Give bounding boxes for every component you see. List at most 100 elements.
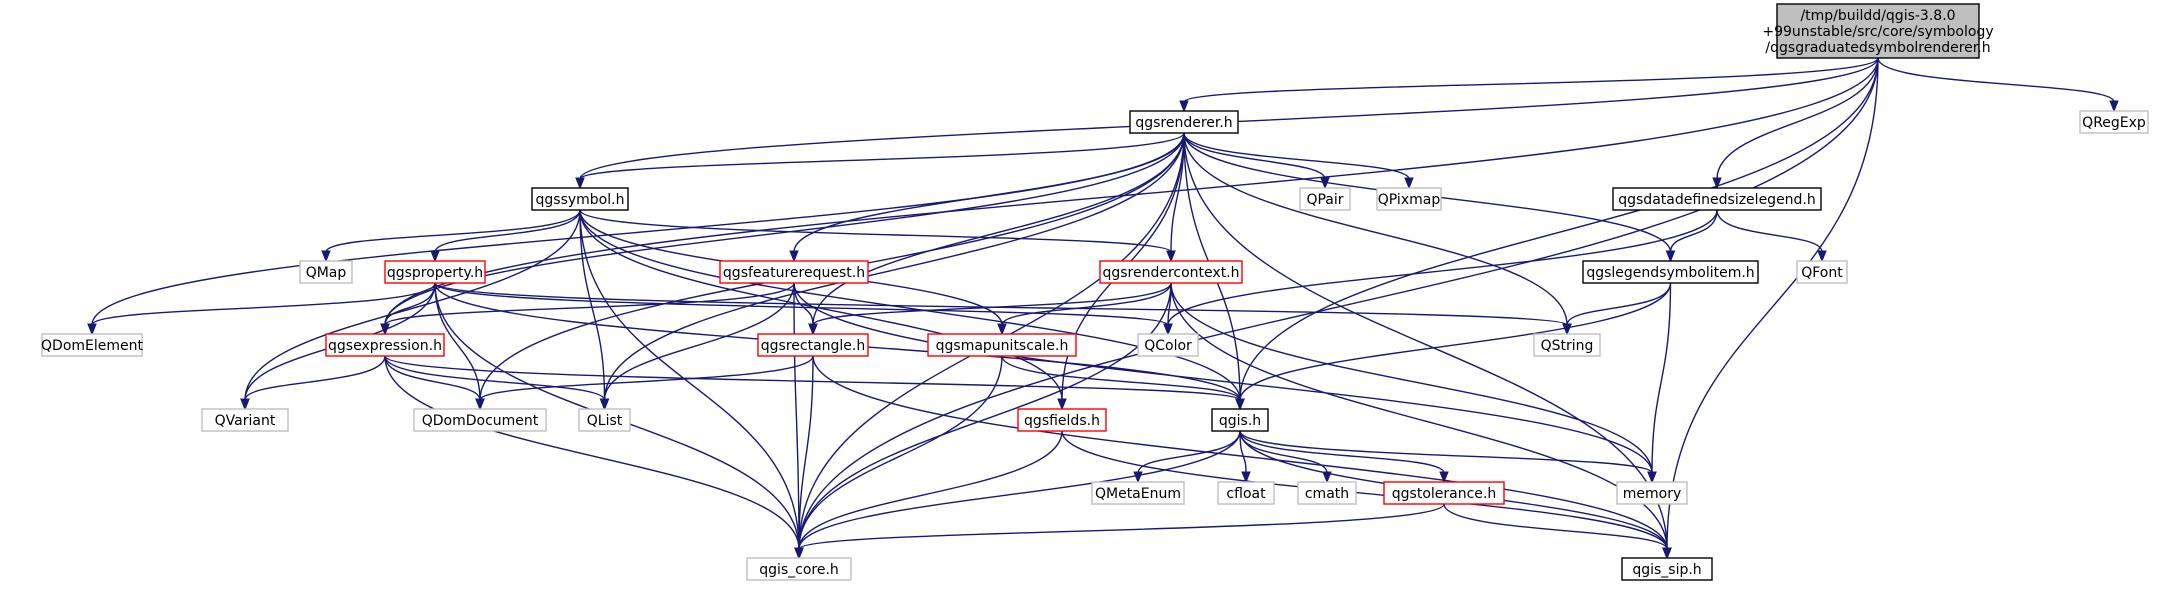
node-label-qgis_core: qgis_core.h (759, 562, 839, 578)
edge-qgis-to-qmetaenum (1133, 430, 1241, 484)
edge-root-to-qgsdatadefinedsizelegend (1712, 57, 1879, 190)
include-edges (87, 57, 2119, 560)
node-qmap[interactable]: QMap (299, 260, 353, 284)
node-label-qgsrectangle: qgsrectangle.h (761, 338, 865, 354)
node-label-qgsdatadefinedsizelegend: qgsdatadefinedsizelegend.h (1618, 192, 1816, 208)
node-cfloat[interactable]: cfloat (1217, 481, 1275, 505)
node-label-qgis_sip: qgis_sip.h (1632, 562, 1701, 578)
node-qpair[interactable]: QPair (1299, 187, 1351, 211)
node-label-qgsfields: qgsfields.h (1024, 413, 1100, 429)
node-qgslegendsymbolitem[interactable]: qgslegendsymbolitem.h (1582, 260, 1759, 284)
node-qgsrectangle[interactable]: qgsrectangle.h (757, 333, 869, 357)
node-label-qgstolerance: qgstolerance.h (1392, 486, 1496, 502)
node-qregexp[interactable]: QRegExp (2079, 110, 2149, 134)
node-label-qgsmapunitscale: qgsmapunitscale.h (936, 338, 1069, 354)
node-label-root: /tmp/buildd/qgis-3.8.0 (1800, 8, 1955, 24)
node-root[interactable]: /tmp/buildd/qgis-3.8.0+99unstable/src/co… (1762, 3, 1994, 59)
node-qgsdatadefinedsizelegend[interactable]: qgsdatadefinedsizelegend.h (1612, 187, 1822, 211)
node-qgsfeaturerequest[interactable]: qgsfeaturerequest.h (719, 260, 869, 284)
edge-qgis-to-memory (1239, 430, 1657, 484)
edge-qgis-to-qgstolerance (1239, 430, 1449, 484)
edge-qgssymbol-to-qmap (321, 209, 581, 263)
edge-qgssymbol-to-qgsfields (579, 209, 1067, 411)
node-qgsrendercontext[interactable]: qgsrendercontext.h (1099, 260, 1243, 284)
node-qstring[interactable]: QString (1533, 333, 1601, 357)
node-label-qregexp: QRegExp (2082, 115, 2146, 131)
node-qfont[interactable]: QFont (1796, 260, 1848, 284)
edge-qgstolerance-to-qgis_core (794, 503, 1445, 560)
node-cmath[interactable]: cmath (1297, 481, 1357, 505)
node-label-qgsfeaturerequest: qgsfeaturerequest.h (723, 265, 865, 281)
edge-qgsdatadefinedsizelegend-to-qgslegendsymbolitem (1665, 209, 1718, 263)
node-label-qcolor: QColor (1144, 338, 1192, 354)
edge-qgsrendercontext-to-qgsrectangle (808, 282, 1172, 336)
edge-qgsfeaturerequest-to-qgsexpression (380, 282, 795, 336)
node-label-qmap: QMap (306, 265, 347, 281)
edge-qgssymbol-to-qgsproperty (430, 209, 581, 263)
node-label-qfont: QFont (1801, 265, 1843, 281)
node-label-qgssymbol: qgssymbol.h (536, 192, 625, 208)
edge-qgsexpression-to-qdomdocument (384, 355, 485, 411)
node-label-root: /qgsgraduatedsymbolrenderer.h (1765, 40, 1990, 56)
node-label-root: +99unstable/src/core/symbology (1762, 24, 1993, 40)
node-label-qpair: QPair (1306, 192, 1343, 208)
edge-qgsexpression-to-qlist (384, 355, 610, 411)
node-memory[interactable]: memory (1616, 481, 1688, 505)
node-label-memory: memory (1623, 486, 1682, 502)
node-qcolor[interactable]: QColor (1137, 333, 1199, 357)
node-qgsexpression[interactable]: qgsexpression.h (325, 333, 445, 357)
edge-root-to-qregexp (1877, 57, 2119, 113)
node-label-qgslegendsymbolitem: qgslegendsymbolitem.h (1586, 265, 1754, 281)
edge-qgsproperty-to-qdomelement (87, 282, 436, 336)
edge-qgslegendsymbolitem-to-qstring (1562, 282, 1672, 336)
edge-qgsrenderer-to-qgssymbol (575, 132, 1185, 190)
node-qvariant[interactable]: QVariant (201, 408, 289, 432)
node-qgsproperty[interactable]: qgsproperty.h (384, 260, 486, 284)
node-label-qgsrenderer: qgsrenderer.h (1135, 115, 1232, 131)
node-qgis[interactable]: qgis.h (1211, 408, 1269, 432)
node-label-qgsrendercontext: qgsrendercontext.h (1102, 265, 1239, 281)
node-label-qdomelement: QDomElement (41, 338, 143, 354)
edge-qgsmapunitscale-to-qgis (1001, 355, 1245, 411)
node-label-qpixmap: QPixmap (1378, 192, 1441, 208)
edge-qgis-to-cmath (1239, 430, 1332, 484)
edge-qgsrectangle-to-qdomdocument (475, 355, 814, 411)
edge-qgstolerance-to-qgis_sip (1443, 503, 1672, 560)
node-label-qgsproperty: qgsproperty.h (387, 265, 483, 281)
node-label-qgis: qgis.h (1219, 413, 1261, 429)
node-label-cfloat: cfloat (1226, 486, 1266, 502)
node-qlist[interactable]: QList (578, 408, 631, 432)
edge-qgsrenderer-to-qpixmap (1183, 132, 1414, 190)
edge-qgsrenderer-to-qdomelement (87, 132, 1185, 336)
node-qgssymbol[interactable]: qgssymbol.h (531, 187, 629, 211)
edge-qgsrenderer-to-qlist (599, 132, 1185, 411)
node-qgis_core[interactable]: qgis_core.h (746, 557, 852, 581)
node-qpixmap[interactable]: QPixmap (1376, 187, 1442, 211)
edge-qgsrenderer-to-qstring (1183, 132, 1572, 336)
node-qdomelement[interactable]: QDomElement (41, 333, 143, 357)
edge-qgsfields-to-qgis_core (794, 430, 1063, 560)
node-label-qstring: QString (1541, 338, 1594, 354)
edge-qgsrendercontext-to-memory (1170, 282, 1657, 484)
node-qdomdocument[interactable]: QDomDocument (413, 408, 547, 432)
edge-qgslegendsymbolitem-to-memory (1647, 282, 1672, 484)
node-label-qdomdocument: QDomDocument (422, 413, 539, 429)
edge-qgsrendercontext-to-qgis_core (794, 282, 1172, 560)
node-label-qmetaenum: QMetaEnum (1095, 486, 1181, 502)
edge-qgsexpression-to-qvariant (240, 355, 386, 411)
node-qgsmapunitscale[interactable]: qgsmapunitscale.h (927, 333, 1077, 357)
edge-qgis-to-cfloat (1239, 430, 1251, 484)
node-qmetaenum[interactable]: QMetaEnum (1091, 481, 1185, 505)
edge-root-to-qgsrenderer (1179, 57, 1879, 113)
node-label-cmath: cmath (1305, 486, 1349, 502)
node-qgis_sip[interactable]: qgis_sip.h (1621, 557, 1713, 581)
node-label-qgsexpression: qgsexpression.h (328, 338, 442, 354)
edge-qgssymbol-to-qgsrendercontext (579, 209, 1176, 263)
header-file-nodes: /tmp/buildd/qgis-3.8.0+99unstable/src/co… (41, 3, 2149, 581)
node-qgstolerance[interactable]: qgstolerance.h (1383, 481, 1505, 505)
node-qgsrenderer[interactable]: qgsrenderer.h (1129, 110, 1239, 134)
node-qgsfields[interactable]: qgsfields.h (1017, 408, 1107, 432)
node-label-qvariant: QVariant (215, 413, 276, 429)
edge-qgsdatadefinedsizelegend-to-qfont (1716, 209, 1827, 263)
